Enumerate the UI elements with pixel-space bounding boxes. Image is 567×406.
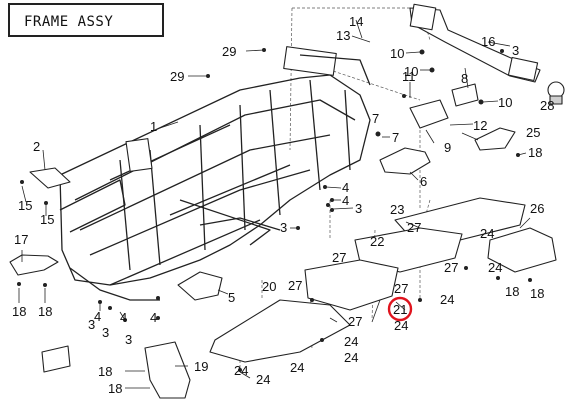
callout-24: 24 xyxy=(440,292,454,307)
callout-24: 24 xyxy=(488,260,502,275)
logo-badge xyxy=(41,345,71,373)
callout-27: 27 xyxy=(407,220,421,235)
callout-3: 3 xyxy=(102,325,109,340)
bracket-part-2 xyxy=(29,167,71,189)
callout-16: 16 xyxy=(481,34,495,49)
callout-20: 20 xyxy=(262,279,276,294)
callout-21: 21 xyxy=(393,302,407,317)
callout-3: 3 xyxy=(125,332,132,347)
callout-5: 5 xyxy=(228,290,235,305)
callout-27: 27 xyxy=(444,260,458,275)
callout-4: 4 xyxy=(342,180,349,195)
callout-11: 11 xyxy=(402,69,416,84)
callout-3: 3 xyxy=(88,317,95,332)
skid-plate-part-21 xyxy=(304,259,399,311)
callout-labels: 29 29 1 2 14 13 10 10 11 8 16 3 28 10 12… xyxy=(12,14,554,396)
callout-24: 24 xyxy=(394,318,408,333)
callout-3: 3 xyxy=(512,43,519,58)
callout-28: 28 xyxy=(540,98,554,113)
callout-27: 27 xyxy=(332,250,346,265)
callout-29: 29 xyxy=(222,44,236,59)
callout-29: 29 xyxy=(170,69,184,84)
callout-13: 13 xyxy=(336,28,350,43)
callout-24: 24 xyxy=(256,372,270,387)
callout-10: 10 xyxy=(404,64,418,79)
callout-17: 17 xyxy=(14,232,28,247)
callout-4: 4 xyxy=(120,310,127,325)
leader-lines xyxy=(18,19,531,389)
callout-27: 27 xyxy=(348,314,362,329)
callout-23: 23 xyxy=(390,202,404,217)
main-frame xyxy=(59,46,371,301)
callout-7: 7 xyxy=(372,111,379,126)
skid-plate-part-20 xyxy=(209,299,351,363)
highlight-circle xyxy=(387,296,413,322)
clamp-part-9 xyxy=(409,99,449,129)
bracket-part-6 xyxy=(379,147,431,175)
callout-24: 24 xyxy=(234,363,248,378)
bracket-part-8 xyxy=(451,83,479,107)
callout-27: 27 xyxy=(288,278,302,293)
callout-26: 26 xyxy=(530,201,544,216)
callout-3: 3 xyxy=(280,220,287,235)
callout-7: 7 xyxy=(392,130,399,145)
callout-18: 18 xyxy=(12,304,26,319)
callout-9: 9 xyxy=(444,140,451,155)
plate-part-5 xyxy=(177,271,223,301)
callout-19: 19 xyxy=(194,359,208,374)
callout-10: 10 xyxy=(390,46,404,61)
callout-4: 4 xyxy=(342,193,349,208)
callout-18: 18 xyxy=(528,145,542,160)
hitch-ball-part-28 xyxy=(547,81,565,105)
callout-2: 2 xyxy=(33,139,40,154)
callout-4: 4 xyxy=(94,309,101,324)
callout-18: 18 xyxy=(108,381,122,396)
callout-24: 24 xyxy=(480,226,494,241)
skid-plate-part-26 xyxy=(487,227,557,273)
callout-4: 4 xyxy=(150,310,157,325)
bracket-part-17 xyxy=(9,254,59,276)
callout-8: 8 xyxy=(461,71,468,86)
title-box: FRAME ASSY xyxy=(8,3,164,37)
callout-12: 12 xyxy=(473,118,487,133)
rear-bar-part-16 xyxy=(409,3,541,83)
callout-14: 14 xyxy=(349,14,363,29)
callout-6: 6 xyxy=(420,174,427,189)
callout-1: 1 xyxy=(150,119,157,134)
callout-10: 10 xyxy=(498,95,512,110)
callout-3: 3 xyxy=(355,201,362,216)
guard-part-19 xyxy=(144,341,191,399)
callout-18: 18 xyxy=(98,364,112,379)
callout-18: 18 xyxy=(38,304,52,319)
callout-18: 18 xyxy=(505,284,519,299)
callout-22: 22 xyxy=(370,234,384,249)
callout-25: 25 xyxy=(526,125,540,140)
callout-24: 24 xyxy=(344,334,358,349)
bracket-part-25 xyxy=(474,127,516,151)
callout-15: 15 xyxy=(18,198,32,213)
callout-27: 27 xyxy=(394,281,408,296)
callout-15: 15 xyxy=(40,212,54,227)
callout-18: 18 xyxy=(530,286,544,301)
callout-24: 24 xyxy=(290,360,304,375)
diagram-title: FRAME ASSY xyxy=(24,14,114,30)
callout-24: 24 xyxy=(344,350,358,365)
